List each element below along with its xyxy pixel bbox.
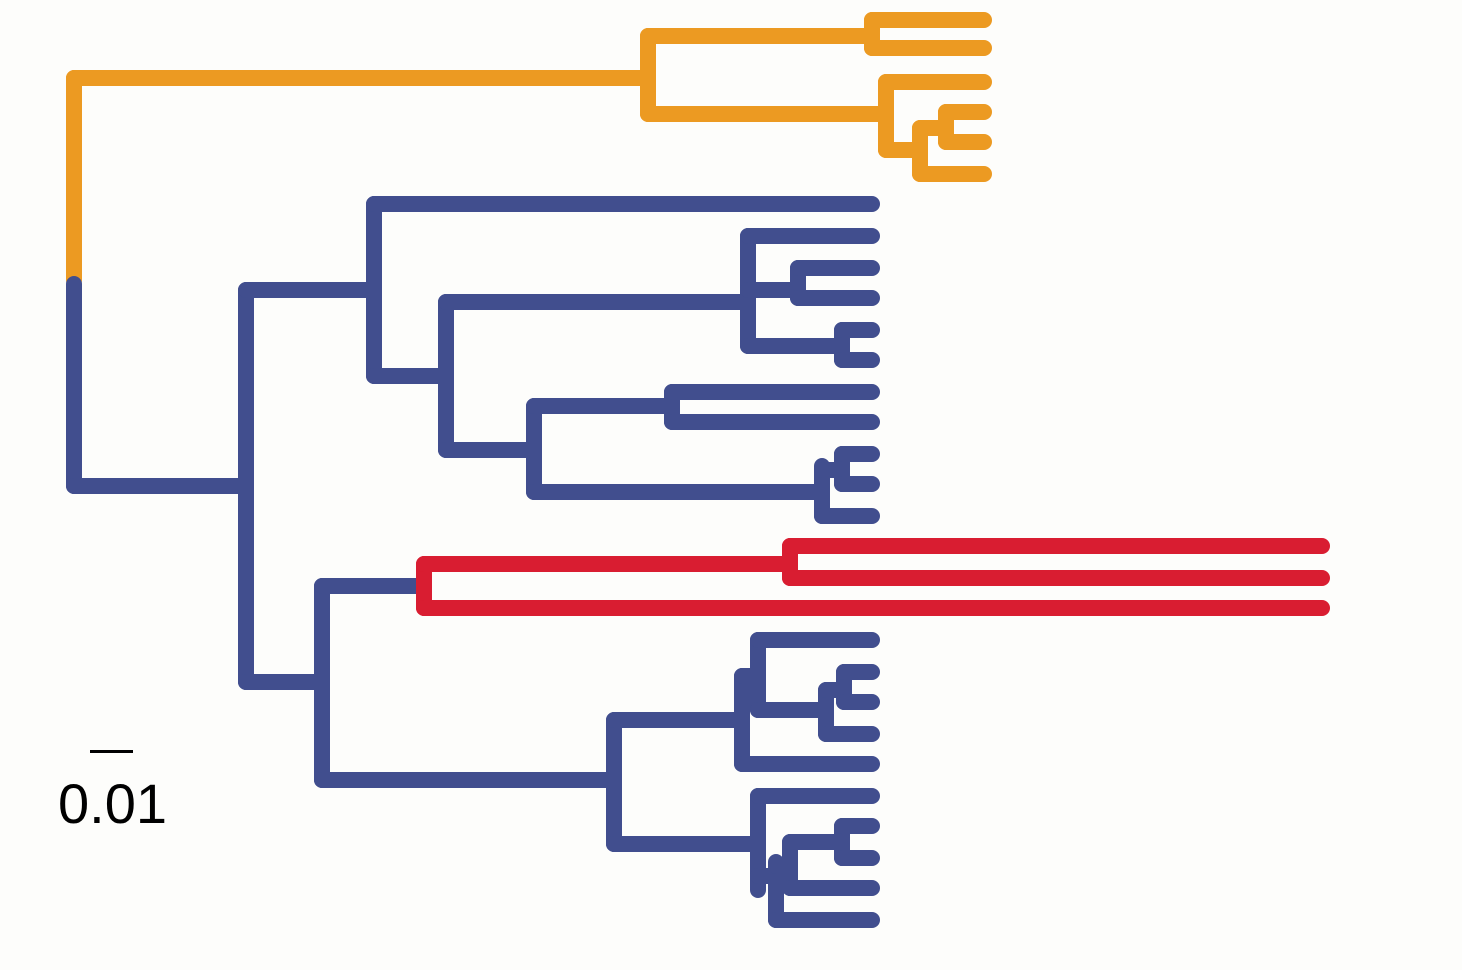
tree-branches (66, 12, 1330, 928)
scale-bar (90, 750, 133, 753)
scale-bar-label: 0.01 (58, 772, 167, 835)
